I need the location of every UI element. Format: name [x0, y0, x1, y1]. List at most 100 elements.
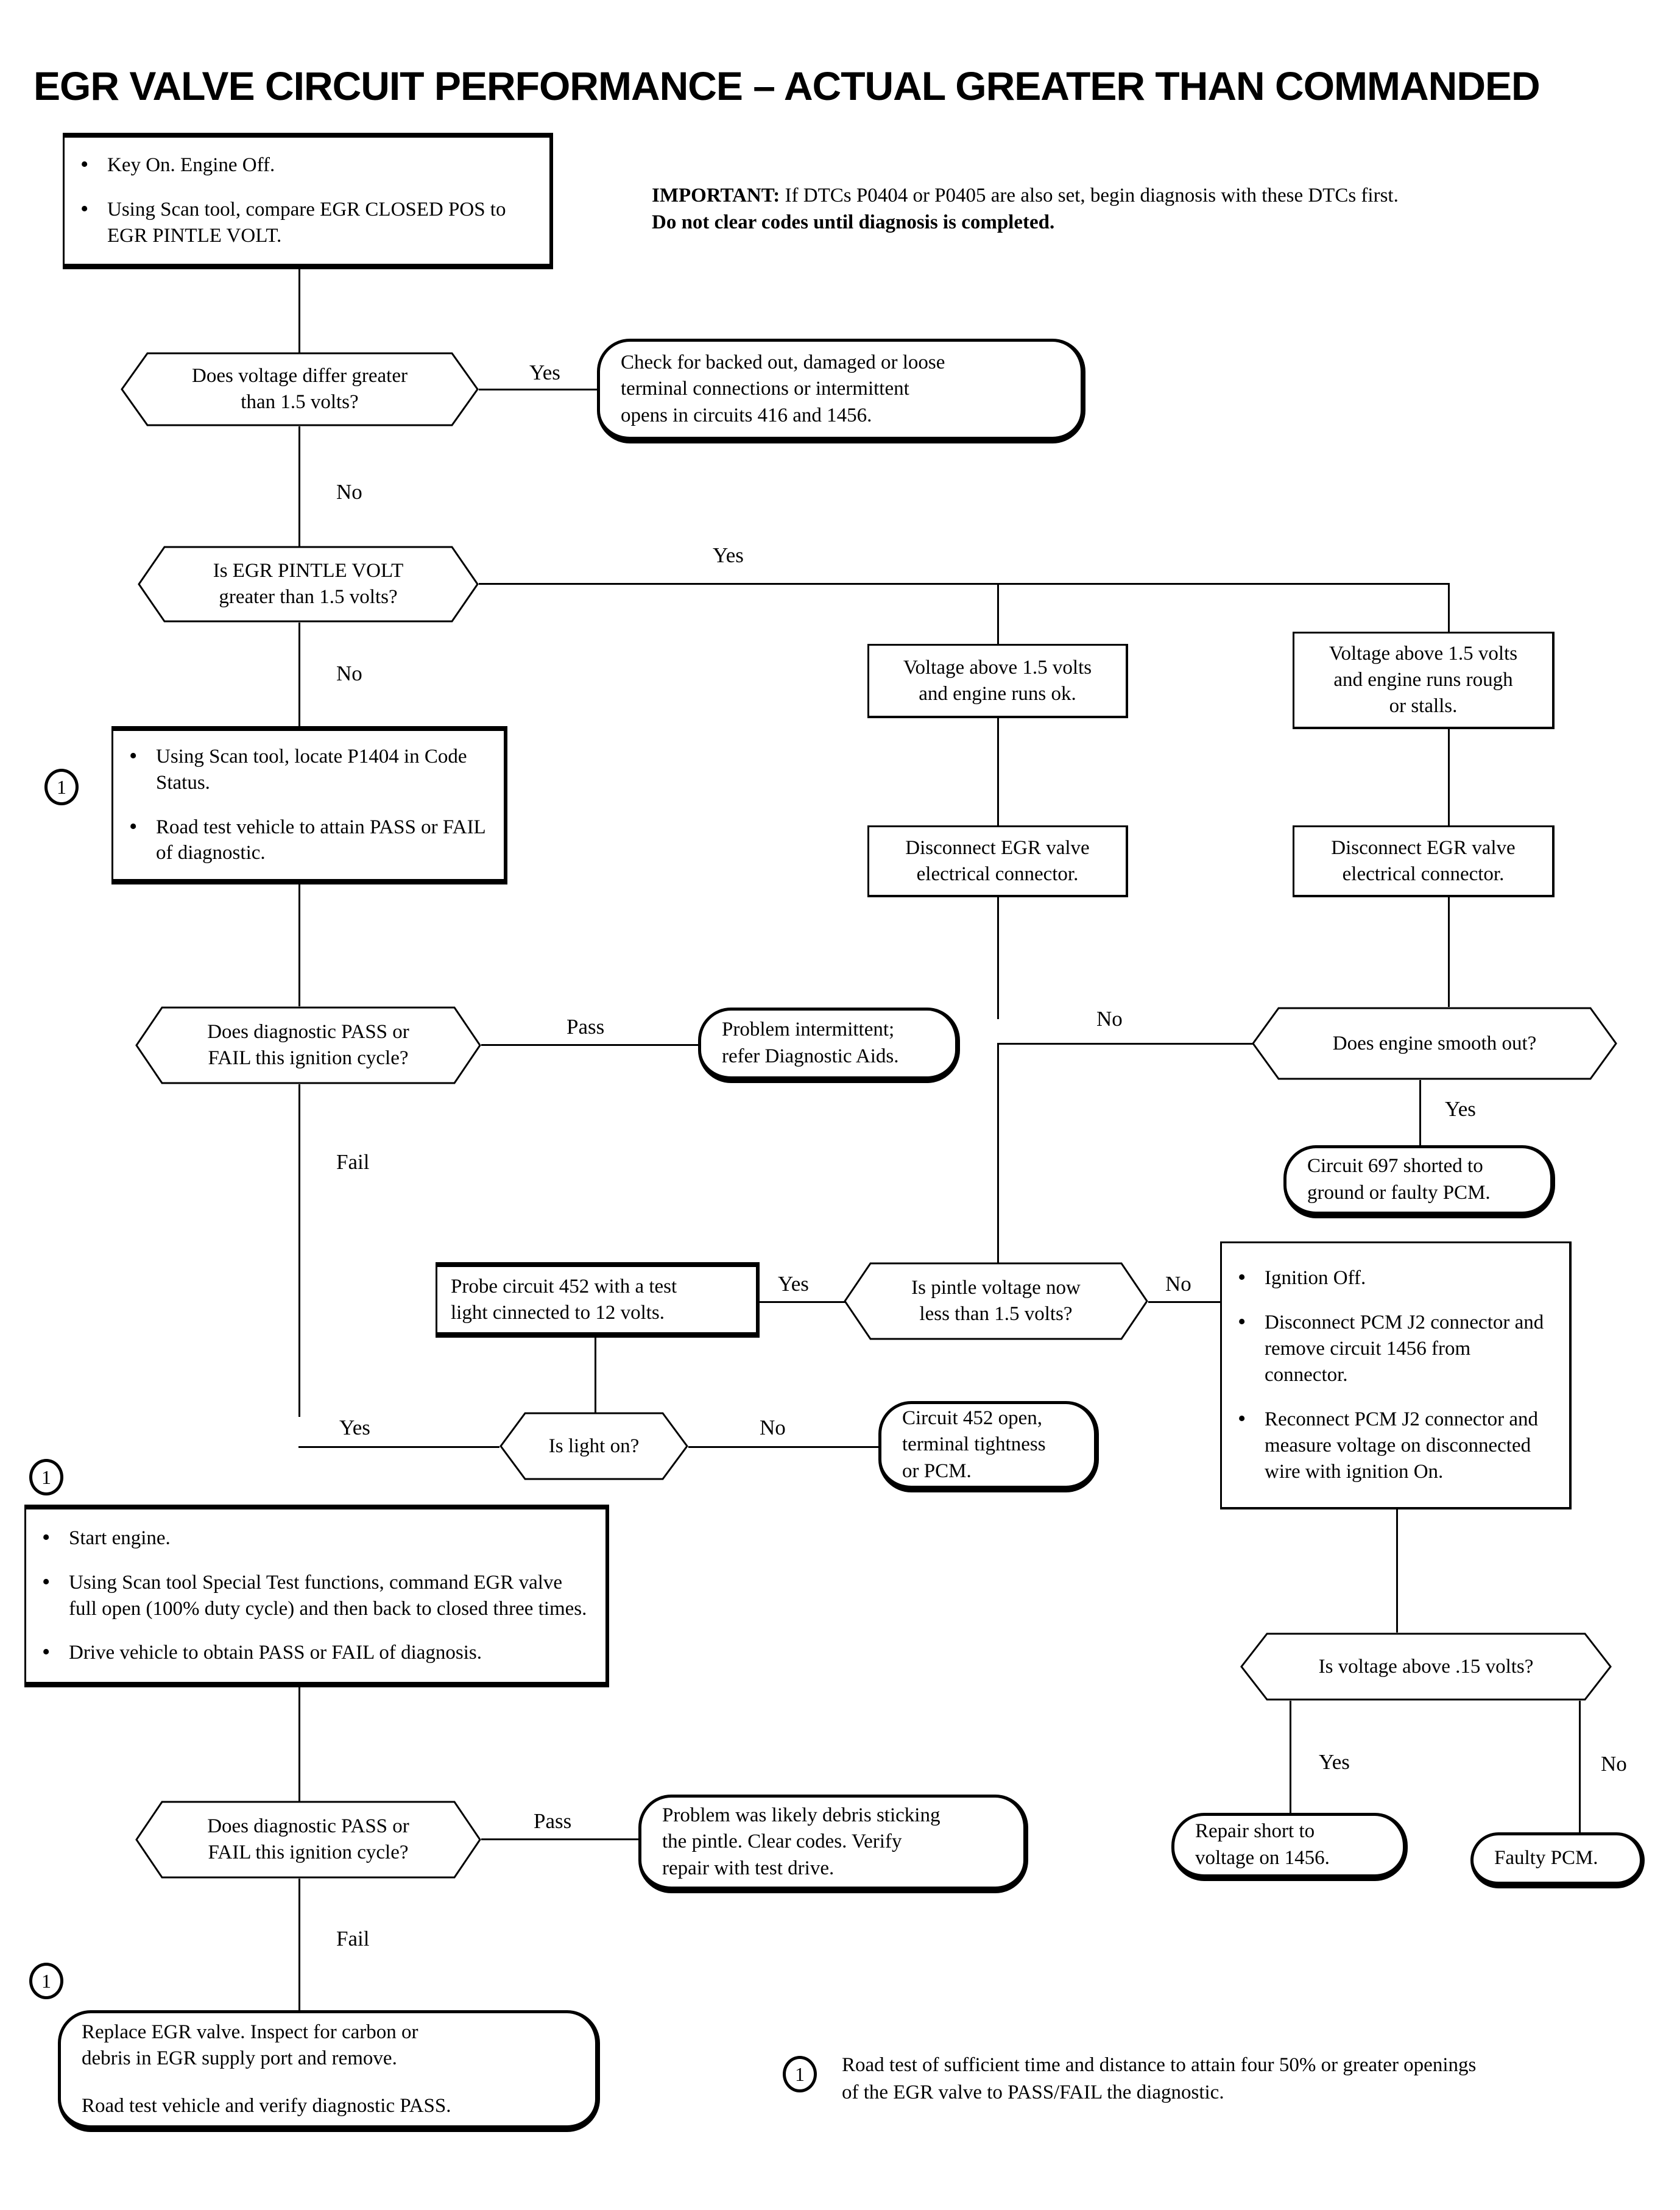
connector-mid-bus-down: [997, 1043, 999, 1263]
hexagon-shape: [121, 352, 479, 426]
connector-q15-yes: [1290, 1701, 1291, 1815]
node-q-engine-smooth[interactable]: Does engine smooth out?: [1252, 1007, 1617, 1080]
node-replace-egr[interactable]: Replace EGR valve. Inspect for carbon or…: [58, 2010, 600, 2132]
connector-start-to-q1: [298, 269, 300, 375]
connector-runs-rough-to-disconnect: [1448, 729, 1450, 825]
connector-smooth-yes: [1419, 1080, 1421, 1159]
connector-ignition-off-to-q15: [1396, 1509, 1398, 1633]
important-note: IMPORTANT: If DTCs P0404 or P0405 are al…: [652, 183, 1639, 236]
branch-label-yes-15: Yes: [1319, 1750, 1350, 1774]
node-circuit-452-open[interactable]: Circuit 452 open, terminal tightness or …: [878, 1401, 1099, 1492]
important-label: IMPORTANT:: [652, 185, 780, 207]
bullet-item: Reconnect PCM J2 connector and measure v…: [1233, 1404, 1558, 1485]
node-label: Disconnect EGR valve electrical connecto…: [1331, 836, 1516, 885]
bullet-item: Road test vehicle to attain PASS or FAIL…: [124, 812, 493, 867]
node-voltage-runs-rough[interactable]: Voltage above 1.5 volts and engine runs …: [1293, 632, 1555, 729]
node-problem-intermittent[interactable]: Problem intermittent; refer Diagnostic A…: [698, 1008, 960, 1083]
node-q-voltage-differ[interactable]: Does voltage differ greater than 1.5 vol…: [121, 352, 479, 426]
reference-marker-1: 1: [44, 769, 79, 805]
branch-label-no-1: No: [336, 480, 362, 504]
branch-label-yes-2: Yes: [713, 543, 744, 567]
connector-light-yes: [298, 1446, 499, 1448]
bullet-item: Using Scan tool, compare EGR CLOSED POS …: [76, 194, 538, 249]
bullet-item: Start engine.: [37, 1523, 595, 1553]
node-q-diag-pass-fail-1[interactable]: Does diagnostic PASS or FAIL this igniti…: [135, 1006, 481, 1084]
hexagon-shape: [1252, 1007, 1617, 1080]
node-label: Circuit 452 open, terminal tightness or …: [902, 1407, 1046, 1482]
connector-probe-to-light: [595, 1338, 596, 1421]
branch-label-yes-1: Yes: [529, 361, 560, 384]
node-label: Is pintle voltage now less than 1.5 volt…: [911, 1277, 1081, 1325]
node-label: Is EGR PINTLE VOLT greater than 1.5 volt…: [213, 560, 404, 608]
hexagon-shape: [499, 1412, 688, 1480]
branch-label-pass-1: Pass: [566, 1015, 605, 1039]
node-q-pintle-volt[interactable]: Is EGR PINTLE VOLT greater than 1.5 volt…: [138, 546, 479, 623]
connector-start-engine-to-q4: [298, 1687, 300, 1803]
footnote-text: Road test of sufficient time and distanc…: [842, 2052, 1664, 2106]
branch-label-yes-probe: Yes: [778, 1272, 809, 1296]
connector-q2-no: [298, 623, 300, 726]
connector-bus-to-runs-rough: [1448, 583, 1450, 632]
connector-q1-no: [298, 426, 300, 548]
connector-runs-ok-to-disconnect: [997, 718, 999, 825]
footnote-line-2: of the EGR valve to PASS/FAIL the diagno…: [842, 2081, 1224, 2103]
node-ignition-off[interactable]: Ignition Off. Disconnect PCM J2 connecto…: [1220, 1241, 1572, 1509]
node-label: Faulty PCM.: [1494, 1847, 1598, 1869]
important-line-1: If DTCs P0404 or P0405 are also set, beg…: [780, 185, 1399, 207]
node-voltage-runs-ok[interactable]: Voltage above 1.5 volts and engine runs …: [867, 644, 1128, 718]
important-line-2: Do not clear codes until diagnosis is co…: [652, 211, 1055, 233]
node-probe-452[interactable]: Probe circuit 452 with a test light cinn…: [436, 1262, 760, 1338]
connector-disconnect-mid-down: [997, 897, 999, 1019]
node-circuit-697[interactable]: Circuit 697 shorted to ground or faulty …: [1283, 1145, 1555, 1218]
node-start[interactable]: Key On. Engine Off. Using Scan tool, com…: [63, 133, 553, 269]
branch-label-pass-2: Pass: [534, 1809, 572, 1833]
node-disconnect-egr-right[interactable]: Disconnect EGR valve electrical connecto…: [1293, 825, 1555, 897]
node-label: Replace EGR valve. Inspect for carbon or…: [61, 2019, 595, 2120]
connector-p1404-to-q3: [298, 884, 300, 1006]
connector-q3-fail: [298, 1084, 300, 1417]
node-label: Does diagnostic PASS or FAIL this igniti…: [207, 1021, 409, 1069]
node-label: Is voltage above .15 volts?: [1318, 1655, 1534, 1678]
hexagon-shape: [1240, 1633, 1612, 1701]
connector-light-no: [688, 1446, 878, 1448]
node-label: Does diagnostic PASS or FAIL this igniti…: [207, 1815, 409, 1863]
node-label: Disconnect EGR valve electrical connecto…: [905, 836, 1090, 885]
node-scan-p1404[interactable]: Using Scan tool, locate P1404 in Code St…: [111, 726, 507, 884]
node-q-diag-pass-fail-2[interactable]: Does diagnostic PASS or FAIL this igniti…: [135, 1801, 481, 1879]
bullet-item: Disconnect PCM J2 connector and remove c…: [1233, 1307, 1558, 1388]
node-q-light-on[interactable]: Is light on?: [499, 1412, 688, 1480]
node-repair-short[interactable]: Repair short to voltage on 1456.: [1171, 1813, 1408, 1881]
spacer: [82, 2072, 574, 2093]
connector-q2-yes-bus: [479, 583, 1450, 585]
reference-marker-1: 1: [29, 1459, 63, 1495]
node-label: Voltage above 1.5 volts and engine runs …: [903, 656, 1092, 705]
connector-q4-fail: [298, 1879, 300, 2025]
node-start-engine[interactable]: Start engine. Using Scan tool Special Te…: [24, 1505, 609, 1687]
branch-label-no-light: No: [760, 1416, 786, 1439]
node-label: Problem intermittent; refer Diagnostic A…: [722, 1019, 899, 1067]
connector-q3-pass: [481, 1044, 698, 1046]
node-label: Does voltage differ greater than 1.5 vol…: [192, 365, 408, 413]
hexagon-shape: [844, 1262, 1148, 1340]
footnote-reference-marker: 1: [783, 2056, 817, 2092]
node-faulty-pcm[interactable]: Faulty PCM.: [1470, 1832, 1645, 1888]
node-q-voltage-above-15[interactable]: Is voltage above .15 volts?: [1240, 1633, 1612, 1701]
node-disconnect-egr-middle[interactable]: Disconnect EGR valve electrical connecto…: [867, 825, 1128, 897]
bullet-item: Ignition Off.: [1233, 1263, 1558, 1293]
node-label: Probe circuit 452 with a test light cinn…: [451, 1275, 677, 1324]
connector-pintle-now-no: [1148, 1301, 1220, 1303]
node-debris-pintle[interactable]: Problem was likely debris sticking the p…: [638, 1795, 1028, 1893]
node-label: Problem was likely debris sticking the p…: [662, 1804, 941, 1879]
branch-label-fail-2: Fail: [336, 1927, 370, 1951]
connector-q15-no: [1579, 1701, 1581, 1834]
node-label: Does engine smooth out?: [1332, 1032, 1537, 1054]
bullet-item: Using Scan tool, locate P1404 in Code St…: [124, 741, 493, 796]
branch-label-fail-1: Fail: [336, 1150, 370, 1174]
node-check-terminals[interactable]: Check for backed out, damaged or loose t…: [597, 339, 1085, 443]
hexagon-shape: [135, 1801, 481, 1879]
reference-marker-1: 1: [29, 1963, 63, 1999]
node-q-pintle-now[interactable]: Is pintle voltage now less than 1.5 volt…: [844, 1262, 1148, 1340]
branch-label-no-15: No: [1601, 1752, 1627, 1776]
connector-q4-pass: [481, 1838, 638, 1840]
